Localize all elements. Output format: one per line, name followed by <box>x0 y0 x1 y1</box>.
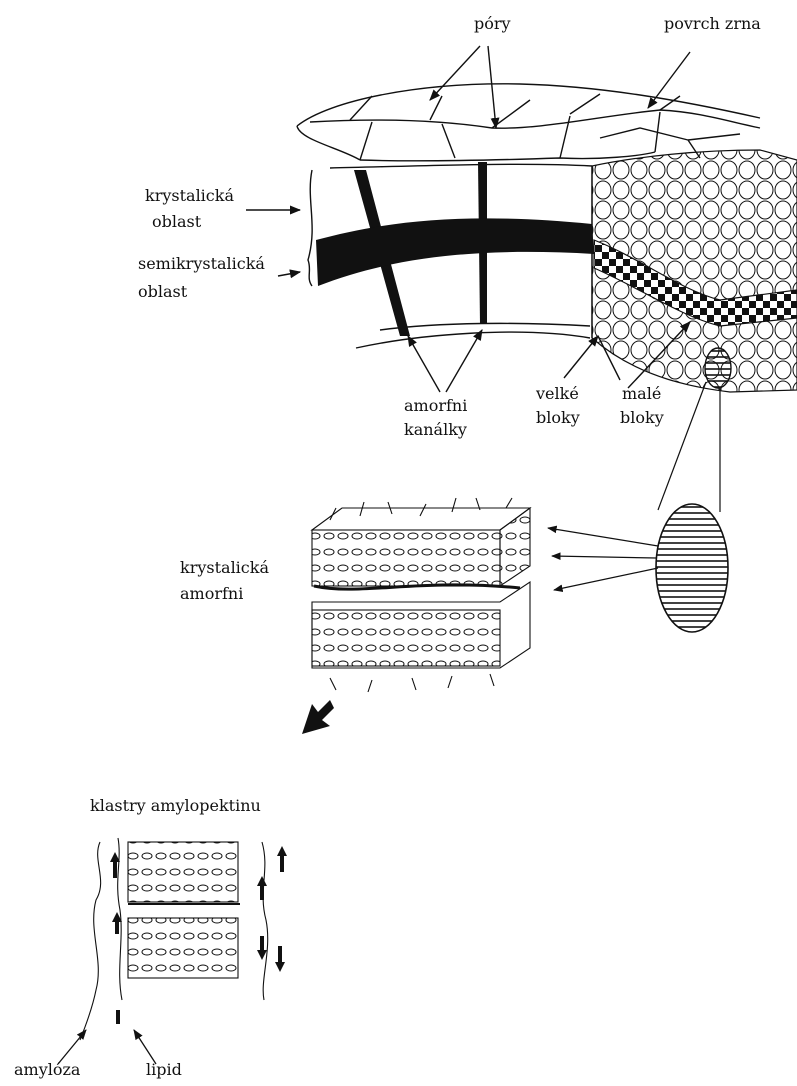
label-semikrystalicka-oblast-line2: oblast <box>138 280 187 304</box>
zoom-lines <box>658 382 720 512</box>
label-krystalicka-oblast-line2: oblast <box>152 210 201 234</box>
label-amorfni-kanalky-line1: amorfni <box>404 394 467 418</box>
label-lipid: lipid <box>146 1058 182 1082</box>
label-pory: póry <box>474 12 511 36</box>
label-krystalicka-oblast-line1: krystalická <box>145 184 234 208</box>
label-amyloza: amylóza <box>14 1058 80 1082</box>
label-amorfni: amorfni <box>180 582 243 606</box>
label-male-bloky-line2: bloky <box>620 406 664 430</box>
label-velke-bloky-line2: bloky <box>536 406 580 430</box>
granule-surface <box>297 84 760 161</box>
amylopectin-cluster <box>80 838 268 1040</box>
label-povrch-zrna: povrch zrna <box>664 12 761 36</box>
lamellae-block <box>312 498 530 692</box>
label-velke-bloky-line1: velké <box>536 382 579 406</box>
label-krystalicka: krystalická <box>180 556 269 580</box>
label-male-bloky-line1: malé <box>622 382 661 406</box>
amorphous-channels <box>316 162 594 336</box>
label-klastry-amylopektinu: klastry amylopektinu <box>90 794 261 818</box>
hatched-oval-zoom <box>656 504 728 632</box>
bold-arrow-icon <box>302 700 334 734</box>
label-semikrystalicka-oblast-line1: semikrystalická <box>138 252 265 276</box>
zoom-arrows <box>548 528 658 590</box>
label-amorfni-kanalky-line2: kanálky <box>404 418 467 442</box>
small-block-oval <box>705 348 731 388</box>
large-blocks-cells <box>592 150 797 392</box>
